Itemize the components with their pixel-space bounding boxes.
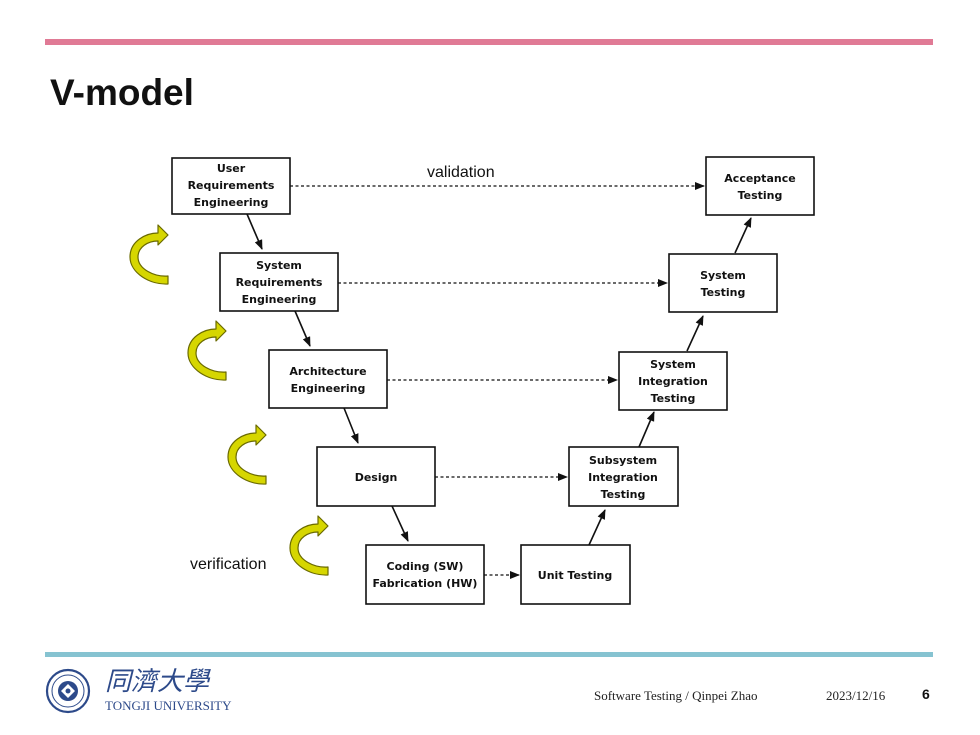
box-unit-testing-line-1: Unit Testing (538, 569, 612, 582)
logo-chinese-name: 同濟大學 (105, 667, 211, 697)
arrow-subsystem-to-sysint (638, 411, 655, 448)
box-coding-line-1: Coding (SW) (387, 560, 464, 573)
box-user-requirements-line-3: Engineering (194, 196, 269, 209)
box-subsystem-integration: Subsystem Integration Testing (568, 446, 679, 507)
box-design: Design (316, 446, 436, 507)
box-system-requirements-line-1: System (256, 259, 302, 272)
box-system-integration: System Integration Testing (618, 351, 728, 411)
verification-label: verification (190, 556, 266, 573)
box-subsystem-integration-line-1: Subsystem (589, 454, 657, 467)
box-system-integration-line-2: Integration (638, 375, 708, 388)
box-system-requirements: System Requirements Engineering (219, 252, 339, 312)
slide-title: V-model (50, 72, 194, 113)
box-system-testing-line-2: Testing (701, 286, 746, 299)
loop-arrow-icon (289, 515, 329, 576)
loop-arrow-icon (129, 224, 169, 285)
arrow-sysint-to-systest (686, 315, 704, 352)
box-acceptance-testing-line-2: Testing (738, 189, 783, 202)
arrow-user-to-system (246, 213, 263, 250)
validation-label: validation (427, 164, 495, 181)
top-rule (45, 39, 933, 45)
box-system-testing-line-1: System (700, 269, 746, 282)
loop-arrow-icon (187, 320, 227, 381)
footer-course-author: Software Testing / Qinpei Zhao (594, 688, 758, 703)
page-number: 6 (922, 686, 930, 702)
box-coding-line-2: Fabrication (HW) (373, 577, 478, 590)
box-user-requirements-line-2: Requirements (188, 179, 275, 192)
v-model-diagram: User Requirements Engineering System Req… (129, 156, 815, 605)
arrow-unit-to-subsystem (588, 509, 606, 546)
box-acceptance-testing-line-1: Acceptance (724, 172, 795, 185)
tongji-university-logo: 同濟大學 TONGJI UNIVERSITY (45, 667, 232, 714)
box-architecture-line-2: Engineering (291, 382, 366, 395)
box-system-integration-line-3: Testing (651, 392, 696, 405)
box-subsystem-integration-line-3: Testing (601, 488, 646, 501)
arrow-systest-to-acceptance (734, 217, 752, 254)
box-system-integration-line-1: System (650, 358, 696, 371)
arrow-system-to-architecture (294, 310, 311, 347)
arrow-architecture-to-design (343, 407, 359, 444)
bottom-rule (45, 652, 933, 657)
footer-date: 2023/12/16 (826, 688, 886, 703)
box-architecture-line-1: Architecture (289, 365, 366, 378)
box-coding: Coding (SW) Fabrication (HW) (365, 544, 485, 605)
logo-english-name: TONGJI UNIVERSITY (105, 698, 232, 713)
box-system-requirements-line-3: Engineering (242, 293, 317, 306)
university-seal-icon (45, 668, 91, 714)
box-design-line-1: Design (355, 471, 398, 484)
box-system-requirements-line-2: Requirements (236, 276, 323, 289)
box-unit-testing: Unit Testing (520, 544, 631, 605)
loop-arrow-icon (227, 424, 267, 485)
box-user-requirements: User Requirements Engineering (171, 157, 291, 215)
box-system-testing: System Testing (668, 253, 778, 313)
box-architecture: Architecture Engineering (268, 349, 388, 409)
arrow-design-to-coding (391, 505, 409, 542)
box-acceptance-testing: Acceptance Testing (705, 156, 815, 216)
box-subsystem-integration-line-2: Integration (588, 471, 658, 484)
box-user-requirements-line-1: User (217, 162, 246, 175)
